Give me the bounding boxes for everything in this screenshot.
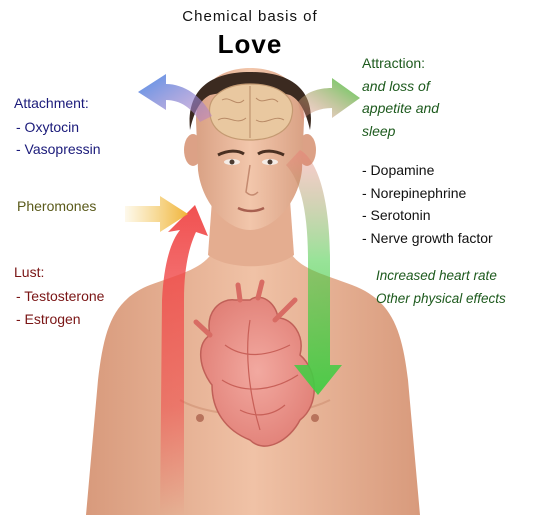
- physical-effect: Other physical effects: [376, 292, 506, 306]
- attraction-item: - Dopamine: [362, 163, 434, 177]
- attachment-item: - Vasopressin: [16, 142, 101, 156]
- attraction-heading: Attraction:: [362, 56, 425, 70]
- attachment-item: - Oxytocin: [16, 120, 79, 134]
- attraction-item: - Serotonin: [362, 208, 430, 222]
- nipple-left: [196, 414, 204, 422]
- attraction-item: - Nerve growth factor: [362, 231, 493, 245]
- attraction-effect: sleep: [362, 124, 395, 138]
- attraction-effect: appetite and: [362, 101, 439, 115]
- pheromones-label: Pheromones: [17, 199, 96, 213]
- lust-item: - Testosterone: [16, 289, 104, 303]
- brain: [210, 84, 293, 140]
- attraction-item: - Norepinephrine: [362, 186, 466, 200]
- lust-item: - Estrogen: [16, 312, 81, 326]
- attraction-effect: and loss of: [362, 79, 430, 93]
- title-line-2: Love: [0, 31, 500, 57]
- lust-heading: Lust:: [14, 265, 44, 279]
- physical-effect: Increased heart rate: [376, 269, 497, 283]
- nipple-right: [311, 414, 319, 422]
- attachment-heading: Attachment:: [14, 96, 89, 110]
- title-line-1: Chemical basis of: [0, 9, 500, 24]
